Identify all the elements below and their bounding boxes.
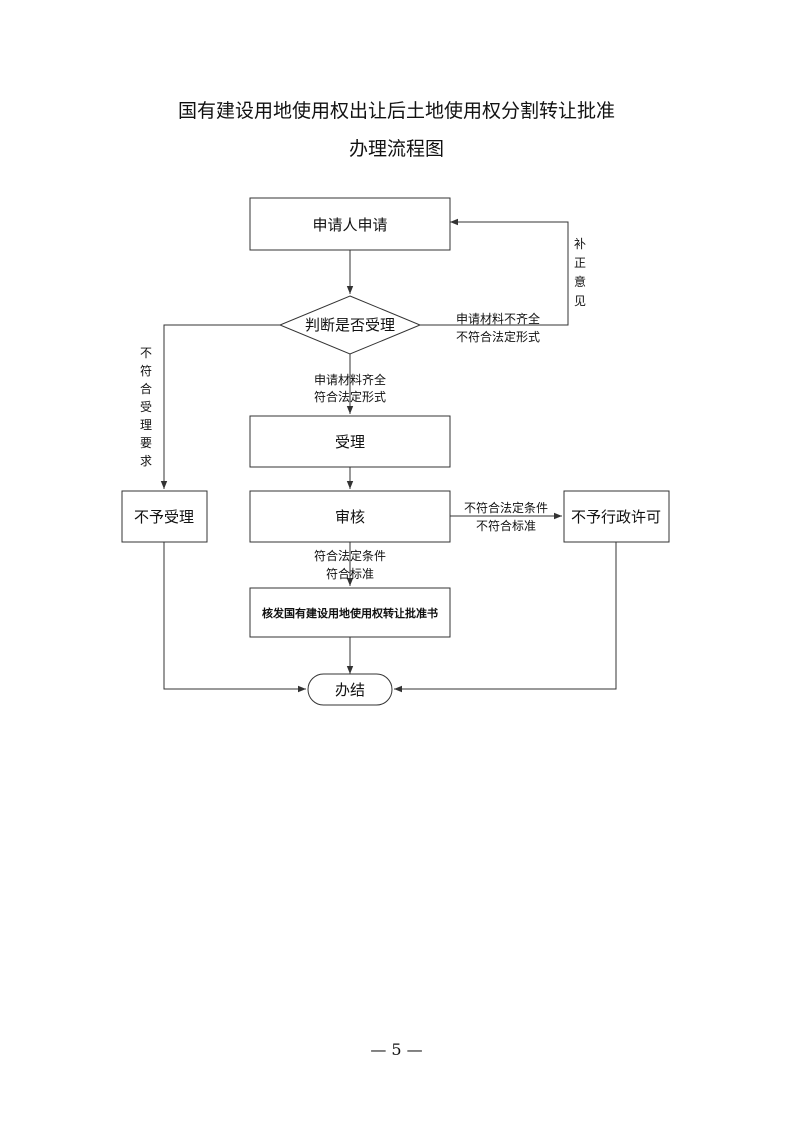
label-not-accept-char: 不: [140, 346, 152, 360]
label-not-accept-char: 求: [140, 454, 152, 468]
label-not-accept-char: 要: [140, 436, 152, 450]
node-finish-label: 办结: [335, 681, 365, 699]
label-supplement-char: 补: [574, 237, 586, 251]
node-finish: 办结: [307, 673, 393, 706]
arrow-supplement-loop: [420, 218, 569, 326]
label-complete-line-1: 申请材料齐全: [314, 372, 386, 387]
label-pass-line-1: 符合法定条件: [314, 548, 386, 563]
page-number: — 5 —: [370, 1040, 423, 1059]
node-deny-permit: 不予行政许可: [563, 490, 670, 543]
label-pass-line-2: 符合标准: [326, 566, 374, 581]
node-issue: 核发国有建设用地使用权转让批准书: [249, 587, 451, 638]
label-not-accept-char: 合: [140, 381, 152, 396]
arrow-judge-to-reject: [160, 324, 280, 489]
label-not-accept-char: 受: [140, 400, 152, 414]
node-judge: 判断是否受理: [278, 295, 422, 355]
label-not-accept-char: 理: [140, 418, 152, 432]
label-fail-line-2: 不符合标准: [476, 518, 536, 533]
node-review: 审核: [249, 490, 451, 543]
node-judge-label: 判断是否受理: [305, 316, 395, 334]
label-complete-line-2: 符合法定形式: [314, 389, 386, 404]
node-apply: 申请人申请: [249, 197, 451, 251]
connectors: [160, 218, 617, 693]
label-incomplete-line-2: 不符合法定形式: [456, 329, 540, 344]
label-fail-line-1: 不符合法定条件: [464, 500, 548, 515]
document-title-line-1: 国有建设用地使用权出让后土地使用权分割转让批准: [177, 100, 615, 122]
node-reject-label: 不予受理: [134, 508, 194, 526]
node-issue-label: 核发国有建设用地使用权转让批准书: [262, 606, 438, 620]
label-supplement: 补 正 意 见: [574, 237, 586, 308]
label-not-accept: 不 符 合 受 理 要 求: [140, 346, 152, 468]
node-accept-label: 受理: [335, 433, 365, 451]
node-apply-label: 申请人申请: [312, 216, 387, 234]
node-deny-permit-label: 不予行政许可: [571, 508, 661, 526]
document-title-line-2: 办理流程图: [348, 138, 444, 160]
label-incomplete-line-1: 申请材料不齐全: [456, 311, 540, 326]
node-review-label: 审核: [335, 508, 365, 526]
label-supplement-char: 见: [574, 294, 586, 308]
arrow-reject-to-finish: [163, 542, 306, 693]
label-supplement-char: 正: [574, 256, 586, 270]
label-not-accept-char: 符: [140, 363, 152, 378]
label-supplement-char: 意: [574, 274, 586, 289]
node-reject: 不予受理: [121, 490, 208, 543]
node-accept: 受理: [249, 415, 451, 468]
arrow-deny-to-finish: [394, 542, 617, 693]
